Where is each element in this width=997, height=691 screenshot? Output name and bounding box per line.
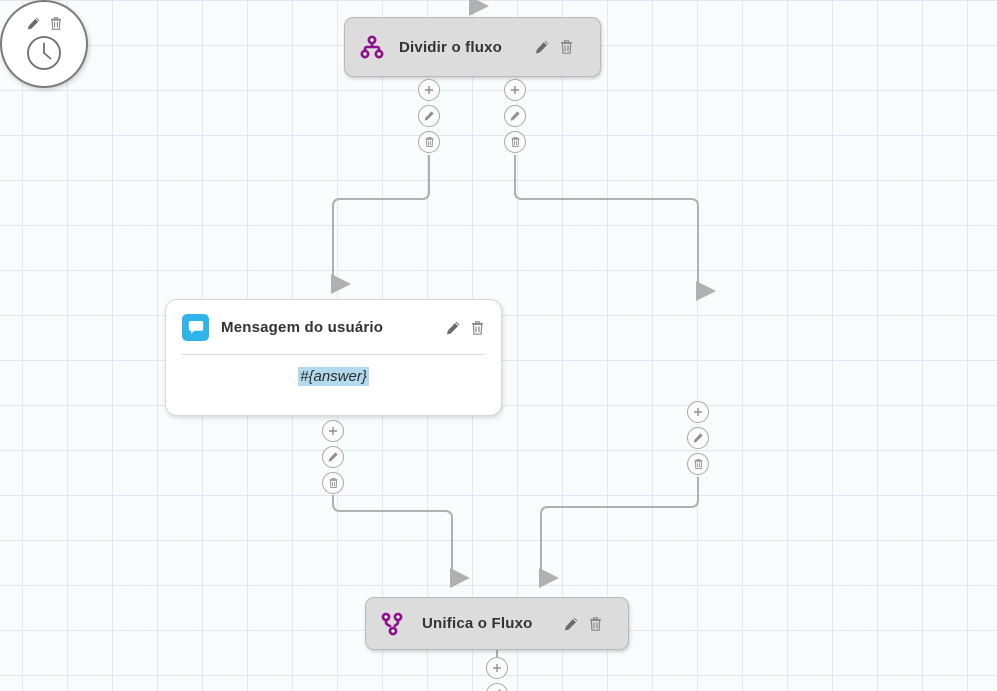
flow-merge-icon [380, 611, 406, 637]
clock-icon [25, 34, 63, 72]
add-icon[interactable] [486, 657, 508, 679]
delete-icon[interactable] [504, 131, 526, 153]
add-icon[interactable] [687, 401, 709, 423]
node-user-message[interactable]: Mensagem do usuário [165, 299, 502, 416]
add-icon[interactable] [322, 420, 344, 442]
message-node-title: Mensagem do usuário [221, 319, 384, 336]
split-node-title: Dividir o fluxo [399, 38, 503, 56]
delete-icon[interactable] [687, 453, 709, 475]
pencil-icon[interactable] [26, 16, 41, 31]
connector-split-branch-right[interactable] [504, 79, 526, 153]
trash-icon[interactable] [588, 616, 603, 632]
message-node-body: #{answer} [166, 355, 501, 403]
add-icon[interactable] [504, 79, 526, 101]
merge-node-title: Unifica o Fluxo [422, 615, 533, 632]
chat-bubble-icon [182, 314, 209, 341]
edge-message-to-merge [332, 495, 470, 588]
message-node-actions [445, 320, 485, 336]
connector-message-out[interactable] [322, 420, 344, 494]
flow-split-icon [359, 35, 385, 59]
connector-split-branch-left[interactable] [418, 79, 440, 153]
edge-timer-to-merge [539, 477, 699, 588]
trash-icon[interactable] [470, 320, 485, 336]
message-node-header: Mensagem do usuário [166, 300, 501, 341]
trash-icon[interactable] [559, 39, 574, 55]
delete-icon[interactable] [418, 131, 440, 153]
delete-icon[interactable] [322, 472, 344, 494]
node-timer[interactable] [0, 0, 88, 88]
edge-split-to-timer [514, 155, 716, 301]
pencil-icon[interactable] [563, 616, 579, 632]
message-variable-token: #{answer} [298, 367, 369, 386]
edit-icon[interactable] [418, 105, 440, 127]
split-node-actions [534, 39, 574, 55]
pencil-icon[interactable] [445, 320, 461, 336]
add-icon[interactable] [418, 79, 440, 101]
edit-icon[interactable] [322, 446, 344, 468]
edge-split-to-message [331, 155, 430, 294]
connector-merge-out[interactable] [486, 657, 508, 691]
trash-icon[interactable] [49, 16, 63, 31]
merge-node-actions [563, 616, 603, 632]
timer-node-actions [26, 16, 63, 31]
node-merge[interactable]: Unifica o Fluxo [365, 597, 629, 650]
message-node-divider [182, 354, 485, 355]
edit-icon[interactable] [687, 427, 709, 449]
pencil-icon[interactable] [534, 39, 550, 55]
connector-timer-out[interactable] [687, 401, 709, 475]
node-split[interactable]: Dividir o fluxo [344, 17, 601, 77]
edit-icon[interactable] [486, 683, 508, 691]
edit-icon[interactable] [504, 105, 526, 127]
